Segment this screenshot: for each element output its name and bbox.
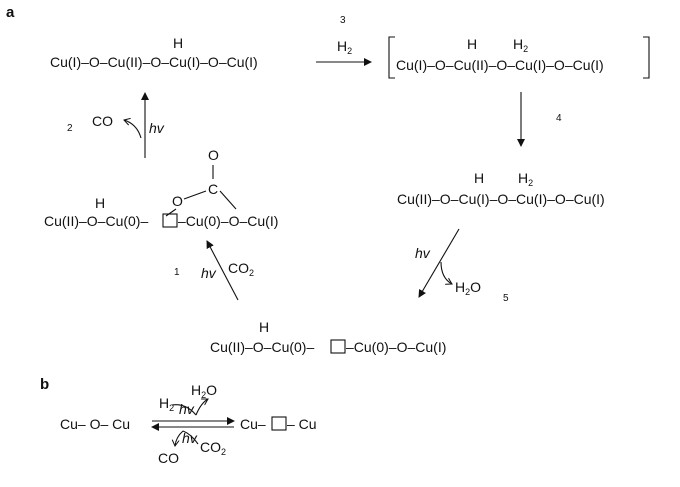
step-5-number: 5 — [503, 293, 509, 304]
s4-left: Cu(II)–O–Cu(0)– — [210, 339, 314, 355]
panel-b-vacancy-left: Cu– — [240, 416, 266, 432]
step-5-arrow — [418, 228, 460, 298]
s5-o-cu-bond — [165, 208, 177, 217]
panel-a-label: a — [6, 4, 15, 21]
panel-b-label: b — [40, 376, 49, 393]
s2-hydrogen: H — [467, 36, 477, 52]
step-1-reagent: CO2 — [228, 260, 254, 278]
s2-formula: Cu(I)–O–Cu(II)–O–Cu(I)–O–Cu(I) — [396, 57, 604, 73]
panel-b-product-h2o: H2O — [191, 382, 217, 400]
step-2-light: hv — [149, 120, 165, 136]
panel-b-vacancy-box — [271, 416, 287, 431]
step-4-number: 4 — [556, 113, 562, 124]
panel-b-oxide: Cu– O– Cu — [60, 416, 130, 432]
panel-b-h2-uptake-curve — [171, 404, 197, 416]
step-3-reagent: H2 — [337, 38, 352, 56]
s5-hydrogen: H — [95, 195, 105, 211]
s5-carbon: C — [208, 181, 218, 197]
s5-co-bond-right — [219, 190, 237, 210]
right-bracket — [643, 36, 650, 79]
s3-hydrogen: H — [474, 170, 484, 186]
panel-b-co-release-arrow — [175, 430, 184, 446]
step-1-arrow — [206, 240, 239, 301]
panel-b-forward-light: hv — [179, 401, 195, 417]
step-5-light: hv — [415, 245, 431, 261]
s5-right: –Cu(0)–O–Cu(I) — [178, 213, 278, 229]
panel-b-vacancy-right: – Cu — [287, 416, 317, 432]
step-5-product: H2O — [455, 279, 481, 297]
s5-left: Cu(II)–O–Cu(0)– — [44, 213, 148, 229]
s5-co-bond-left — [183, 190, 207, 200]
step-2-release-arrow — [124, 120, 142, 139]
step-2-product: CO — [92, 113, 113, 129]
s5-carbonyl-oxygen: O — [208, 147, 219, 163]
s1-hydrogen: H — [173, 35, 183, 51]
s5-vacancy-box — [162, 213, 178, 228]
s2-dihydrogen: H2 — [513, 36, 528, 54]
panel-b-reagent-co2: CO2 — [200, 439, 226, 457]
step-5-release-arrow — [440, 261, 452, 284]
s1-formula: Cu(I)–O–Cu(II)–O–Cu(I)–O–Cu(I) — [50, 54, 258, 70]
step-2-number: 2 — [67, 123, 73, 134]
panel-b-reverse-light: hv — [182, 430, 198, 446]
s4-vacancy-box — [330, 339, 346, 354]
s4-hydrogen: H — [259, 319, 269, 335]
s4-right: –Cu(0)–O–Cu(I) — [346, 339, 446, 355]
panel-b-co2-uptake-curve — [182, 430, 199, 445]
s3-dihydrogen: H2 — [518, 170, 533, 188]
panel-b-h2o-release-arrow — [195, 399, 208, 416]
step-3-number: 3 — [340, 15, 346, 26]
left-bracket — [388, 36, 395, 79]
panel-b-reagent-h2: H2 — [159, 395, 174, 413]
s5-bridging-oxygen: O — [172, 193, 183, 209]
s3-formula: Cu(II)–O–Cu(I)–O–Cu(I)–O–Cu(I) — [397, 191, 605, 207]
step-1-number: 1 — [174, 267, 180, 278]
step-1-light: hv — [201, 265, 217, 281]
panel-b-product-co: CO — [158, 450, 179, 466]
